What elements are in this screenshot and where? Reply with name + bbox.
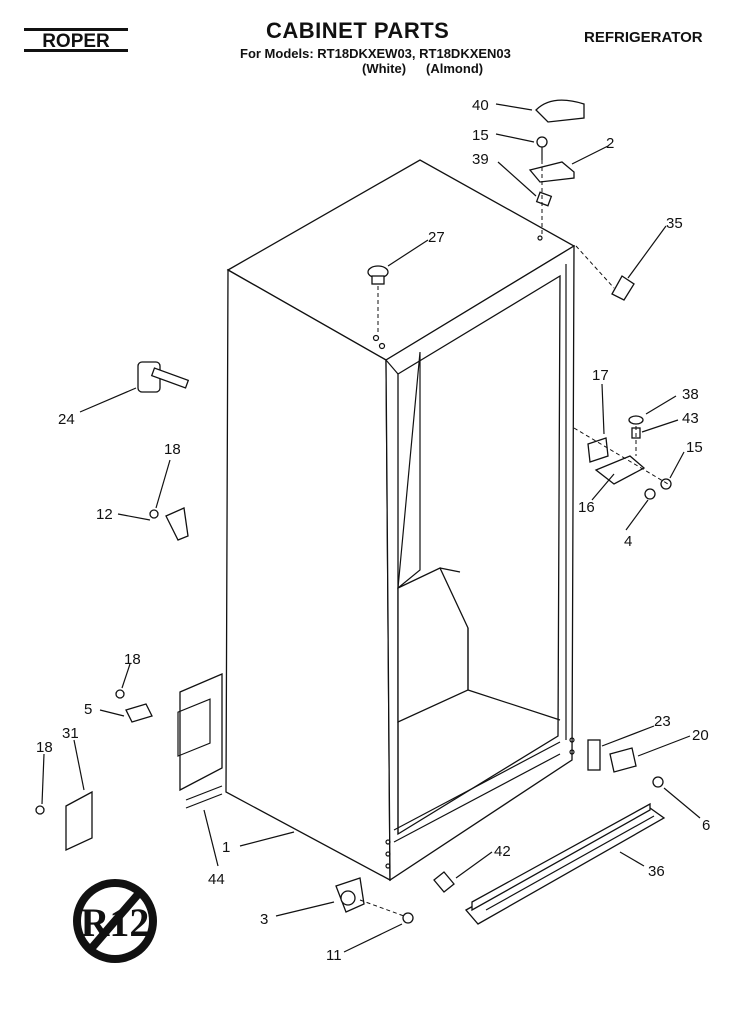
callout-35: 35 <box>666 215 683 232</box>
callout-2: 2 <box>606 135 614 152</box>
callout-18-lower: 18 <box>36 739 53 756</box>
brand-text: ROPER <box>42 31 110 52</box>
part-23-20-6-bottom-hinge <box>587 739 664 788</box>
callout-39: 39 <box>472 151 489 168</box>
callout-20: 20 <box>692 727 709 744</box>
callout-4: 4 <box>624 533 632 550</box>
part-11-screw <box>402 912 414 924</box>
part-27-plug <box>367 265 389 285</box>
part-36-toe-grille <box>464 802 666 925</box>
roper-logo: ROPER <box>24 28 128 52</box>
part-17-38-43-middle-hinge <box>587 415 672 500</box>
part-40-hinge-cover <box>535 99 585 123</box>
callout-6: 6 <box>702 817 710 834</box>
callout-24: 24 <box>58 411 75 428</box>
callout-18-upper: 18 <box>164 441 181 458</box>
callout-1: 1 <box>222 839 230 856</box>
callout-16: 16 <box>578 499 595 516</box>
callout-labels: 40 15 2 39 27 35 24 18 12 17 38 43 15 16… <box>36 97 710 964</box>
part-12-handle-clip <box>149 507 189 541</box>
part-2-top-hinge <box>528 161 575 183</box>
callout-15-middle: 15 <box>686 439 703 456</box>
callout-44: 44 <box>208 871 225 888</box>
callout-42: 42 <box>494 843 511 860</box>
callout-3: 3 <box>260 911 268 928</box>
part-15-top-screw <box>536 136 548 160</box>
part-24-door-stop <box>137 361 190 393</box>
callout-12: 12 <box>96 506 113 523</box>
dashed-assembly-guides <box>359 160 669 917</box>
rear-bracket <box>177 673 223 809</box>
part-5-lower-hinge-bracket <box>115 689 153 723</box>
part-39-shim <box>535 191 553 207</box>
page-title: CABINET PARTS <box>266 18 450 43</box>
callout-11: 11 <box>326 947 342 964</box>
appliance-category: REFRIGERATOR <box>584 29 703 46</box>
variant-almond: (Almond) <box>426 61 484 76</box>
callout-5: 5 <box>84 701 92 718</box>
model-line: For Models: RT18DKXEW03, RT18DKXEN03 <box>240 46 511 61</box>
part-31-side-cover <box>35 790 93 852</box>
leader-lines <box>41 103 701 953</box>
variant-white: (White) <box>362 61 407 76</box>
callout-18-middle: 18 <box>124 651 141 668</box>
callout-31: 31 <box>62 725 79 742</box>
color-variants: (White) (Almond) <box>362 61 483 76</box>
callout-36: 36 <box>648 863 665 880</box>
callout-27: 27 <box>428 229 445 246</box>
r12-refrigerant-badge: R12 <box>73 879 157 963</box>
callout-15-top: 15 <box>472 127 489 144</box>
callout-40: 40 <box>472 97 489 114</box>
callout-43: 43 <box>682 410 699 427</box>
callout-17: 17 <box>592 367 609 384</box>
cabinet-body <box>225 159 576 882</box>
callout-23: 23 <box>654 713 671 730</box>
part-42-clip <box>433 871 455 893</box>
callout-38: 38 <box>682 386 699 403</box>
part-3-roller <box>335 877 365 913</box>
part-35-hinge-cover-side <box>611 275 635 301</box>
